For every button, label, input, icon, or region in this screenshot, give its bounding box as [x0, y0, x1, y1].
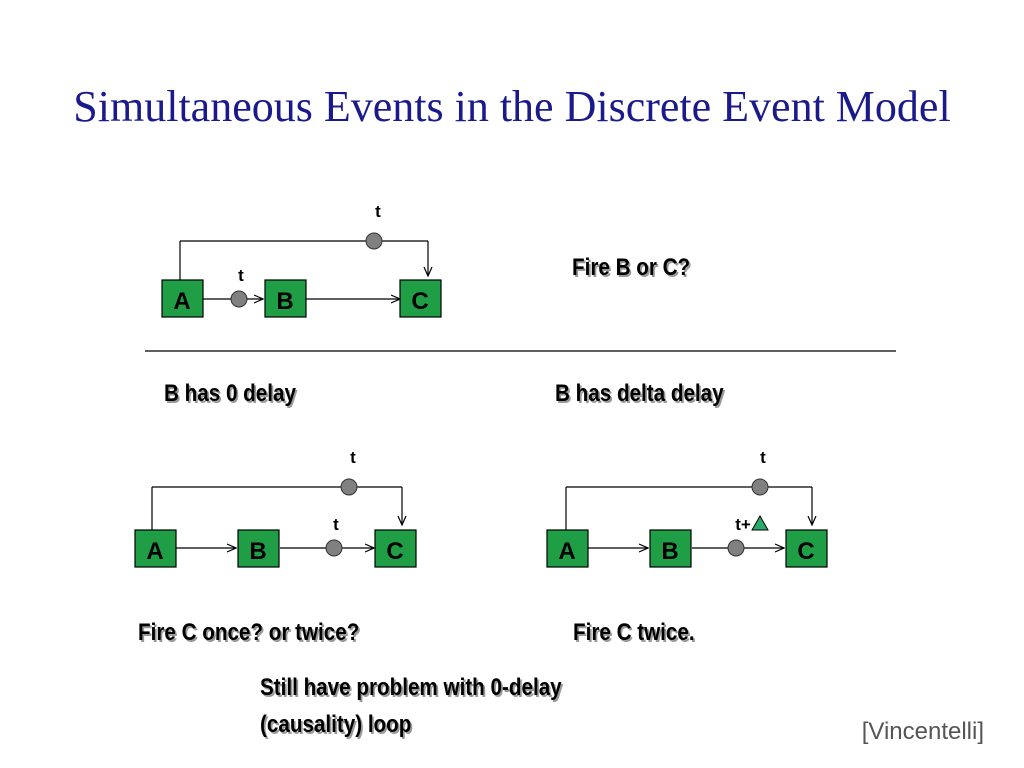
delta-triangle-icon [751, 514, 769, 531]
top-token-ab-label: t [238, 266, 244, 285]
top-node-b-label: B [276, 288, 293, 315]
top-diagram: A B C t t [161, 202, 442, 318]
zero-node-c: C [374, 529, 417, 568]
zero-token-feedback [340, 478, 358, 496]
note-line-1: Still have problem with 0-delay [260, 674, 562, 701]
credit-citation: [Vincentelli] [861, 718, 984, 745]
delta-token-feedback-label: t [760, 448, 766, 467]
zero-delay-question: Fire C once? or twice? [138, 619, 360, 646]
top-node-a-label: A [173, 288, 190, 315]
zero-node-a: A [134, 529, 177, 568]
delta-token-feedback [751, 478, 769, 496]
top-node-c: C [399, 279, 442, 318]
zero-delay-heading: B has 0 delay [164, 380, 296, 407]
zero-delay-diagram: A B C t t [134, 448, 417, 568]
top-token-feedback [365, 232, 383, 250]
delta-node-a: A [546, 529, 589, 568]
top-token-ab [230, 290, 248, 308]
top-node-b: B [264, 279, 307, 318]
zero-node-c-label: C [386, 538, 403, 565]
top-node-a: A [161, 279, 204, 318]
delta-node-a-label: A [558, 538, 575, 565]
delta-node-c: C [785, 529, 828, 568]
page-title: Simultaneous Events in the Discrete Even… [73, 82, 951, 131]
zero-node-b: B [237, 529, 280, 568]
delta-delay-diagram: A B C t t+ [546, 448, 828, 568]
delta-delay-heading: B has delta delay [555, 380, 724, 407]
delta-token-bc-label: t+ [735, 515, 751, 534]
top-token-feedback-label: t [375, 202, 381, 221]
zero-token-bc-label: t [333, 515, 339, 534]
delta-node-b: B [649, 529, 692, 568]
delta-token-bc [727, 539, 745, 557]
delta-node-b-label: B [661, 538, 678, 565]
delta-delay-answer: Fire C twice. [573, 619, 695, 646]
top-question: Fire B or C? [572, 254, 691, 281]
zero-token-feedback-label: t [350, 448, 356, 467]
delta-node-c-label: C [797, 538, 814, 565]
zero-node-b-label: B [249, 538, 266, 565]
note-line-2: (causality) loop [260, 711, 412, 738]
zero-token-bc [325, 539, 343, 557]
top-node-c-label: C [411, 288, 428, 315]
zero-node-a-label: A [146, 538, 163, 565]
